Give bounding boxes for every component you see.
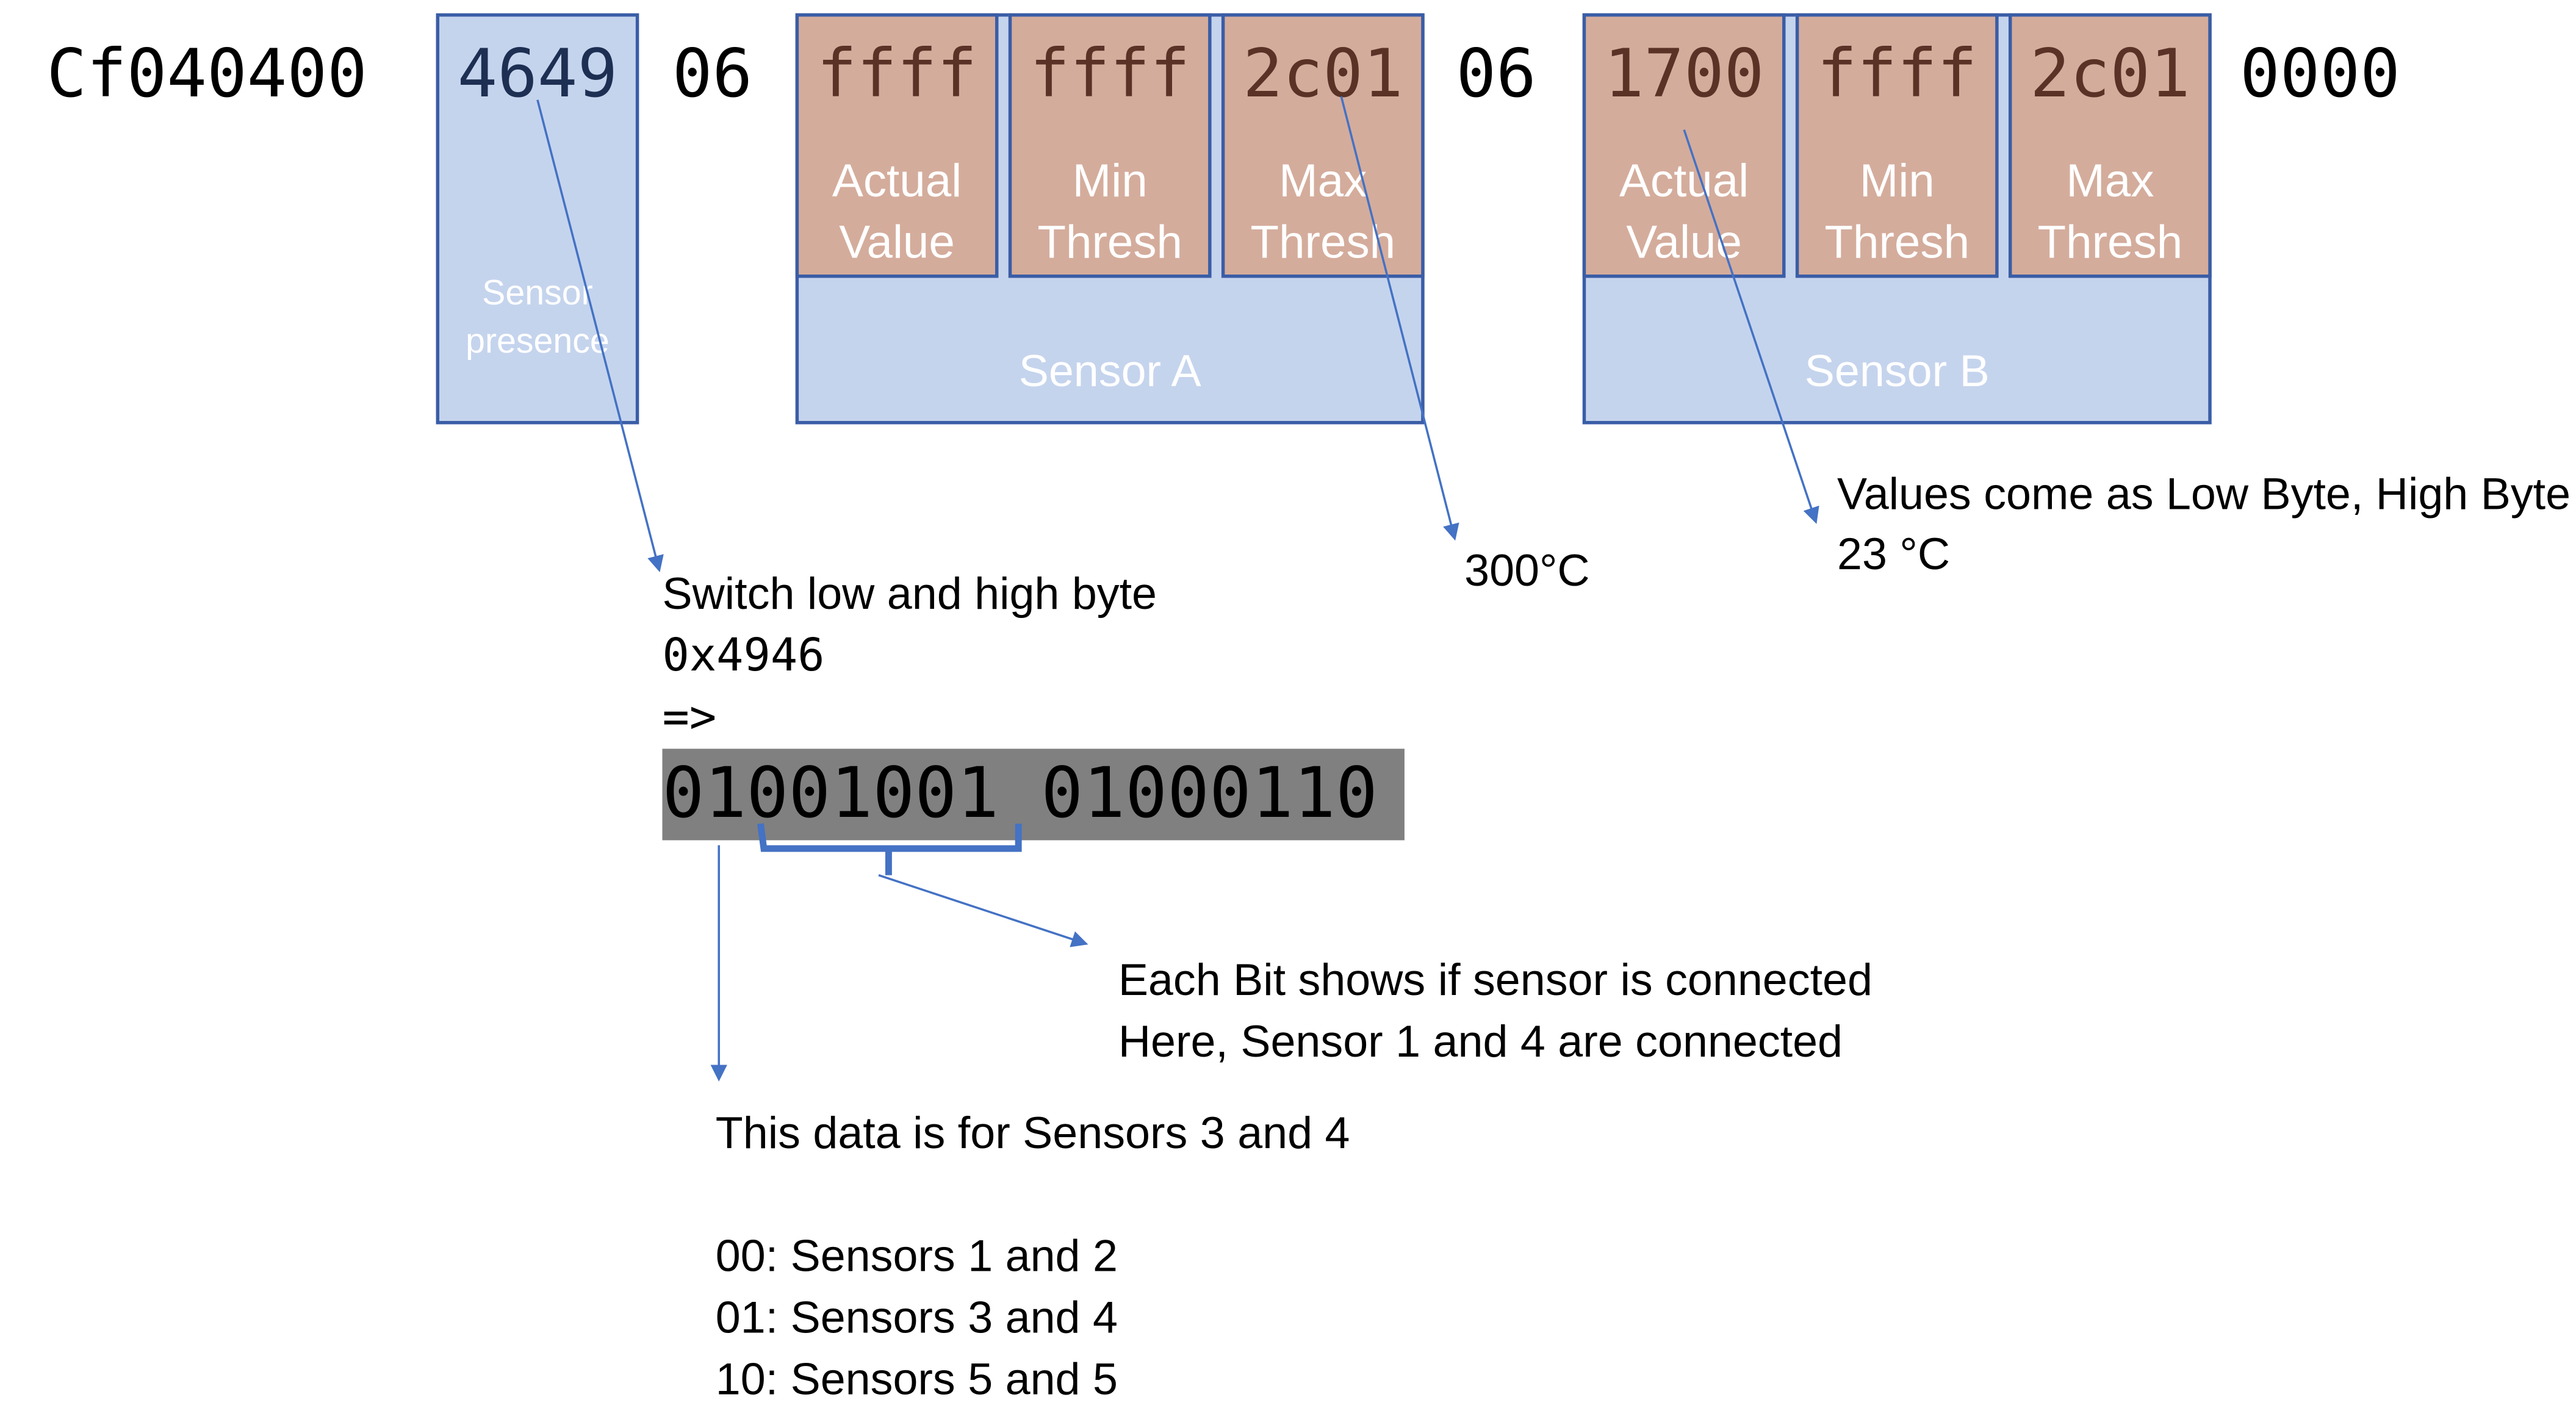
max-thresh-to-temp-arrow (1340, 96, 1459, 541)
sensor-a-max-hex: 2c01 (1242, 37, 1403, 113)
sensors-for-note: This data is for Sensors 3 and 4 (715, 1108, 1350, 1159)
sensor-a-min-cell: ffff Min Thresh (1008, 13, 1212, 278)
actual-value-to-byte-order-arrow (1683, 129, 1819, 524)
sensor-a-label: Sensor A (1018, 346, 1201, 397)
sensor-b-label: Sensor B (1804, 346, 1990, 397)
byte-order-note: Values come as Low Byte, High Byte (1837, 469, 2571, 519)
sensor-b-actual-cell: 1700 Actual Value (1582, 13, 1786, 278)
sensor-a-max-label: Max Thresh (1250, 154, 1396, 268)
sensor-b-min-hex: ffff (1816, 37, 1977, 113)
sensor-b-actual-hex: 1700 (1603, 37, 1765, 113)
sensor-a-actual-label: Actual Value (832, 154, 962, 268)
sensor-a-actual-hex: ffff (816, 37, 977, 113)
presence-to-switch-arrow (536, 99, 664, 573)
implies-arrow-text: => (662, 692, 717, 744)
binary-value: 01001001 01000110 (662, 752, 1378, 834)
presence-label: Sensor presence (466, 275, 610, 361)
sensor-b-max-hex: 2c01 (2029, 37, 2190, 113)
legend-item: 01: Sensors 3 and 4 (715, 1293, 1118, 1343)
sensor-b-min-cell: ffff Min Thresh (1795, 13, 1999, 278)
sensor-a-max-cell: 2c01 Max Thresh (1221, 13, 1425, 278)
frame-sep-2: 06 (1456, 37, 1536, 113)
sensor-a-min-hex: ffff (1029, 37, 1190, 113)
bit-group-brace (757, 823, 1022, 875)
sensor-b-min-label: Min Thresh (1824, 154, 1970, 268)
sensor-b-max-cell: 2c01 Max Thresh (2008, 13, 2212, 278)
sensor-b-max-label: Max Thresh (2037, 154, 2183, 268)
sensor-a-actual-cell: ffff Actual Value (795, 13, 999, 278)
actual-temp-note: 23 °C (1837, 529, 1951, 580)
switch-bytes-note: Switch low and high byte (662, 569, 1157, 619)
brace-to-bits-note-arrow (878, 874, 1088, 947)
frame-suffix: 0000 (2240, 37, 2400, 113)
sensor-a-min-label: Min Thresh (1037, 154, 1183, 268)
legend-item: 00: Sensors 1 and 2 (715, 1231, 1118, 1282)
legend-item: 10: Sensors 5 and 5 (715, 1354, 1118, 1404)
sensor-presence-box: 4649 Sensor presence (436, 13, 639, 425)
frame-prefix: Cf040400 (46, 37, 367, 113)
max-temp-note: 300°C (1464, 545, 1590, 596)
switched-hex: 0x4946 (662, 630, 825, 683)
bits-note-line1: Each Bit shows if sensor is connected (1118, 955, 1873, 1005)
frame-sep-1: 06 (672, 37, 753, 113)
binary-highlight (662, 749, 1405, 841)
bits-note-line2: Here, Sensor 1 and 4 are connected (1118, 1016, 1843, 1067)
